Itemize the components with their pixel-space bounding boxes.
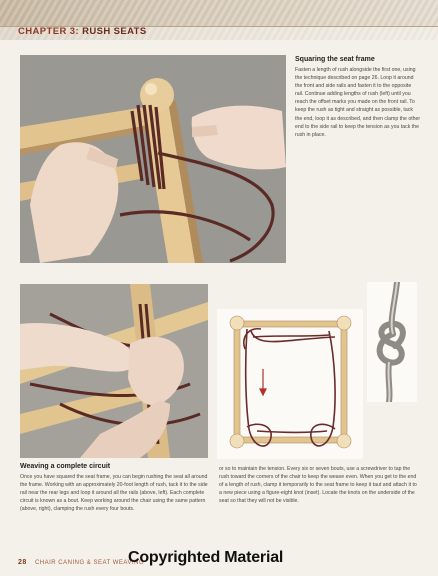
weaving-body-right: or so to maintain the tension. Every six… xyxy=(219,466,417,505)
squaring-body: Fasten a length of rush alongside the fi… xyxy=(295,67,421,138)
photo-weaving-left xyxy=(20,284,208,458)
copyright-watermark: Copyrighted Material xyxy=(128,549,284,566)
squaring-title: Squaring the seat frame xyxy=(295,56,375,63)
chapter-title: CHAPTER 3: RUSH SEATS xyxy=(18,26,147,37)
page-footer: 28 CHAIR CANING & SEAT WEAVING xyxy=(18,559,144,566)
chapter-name: RUSH SEATS xyxy=(82,26,147,37)
chapter-label: CHAPTER 3: xyxy=(18,26,80,37)
inset-figure-eight-knot xyxy=(367,282,417,402)
weaving-body-left: Once you have squared the seat frame, yo… xyxy=(20,474,208,513)
weaving-title: Weaving a complete circuit xyxy=(20,463,111,470)
diagram-weaving-pattern xyxy=(217,309,363,459)
book-title: CHAIR CANING & SEAT WEAVING xyxy=(34,560,145,566)
header-bar xyxy=(0,26,438,40)
chapter-header: CHAPTER 3: RUSH SEATS xyxy=(0,0,438,40)
photo-squaring-frame xyxy=(20,55,286,263)
page-number: 28 xyxy=(18,559,27,566)
